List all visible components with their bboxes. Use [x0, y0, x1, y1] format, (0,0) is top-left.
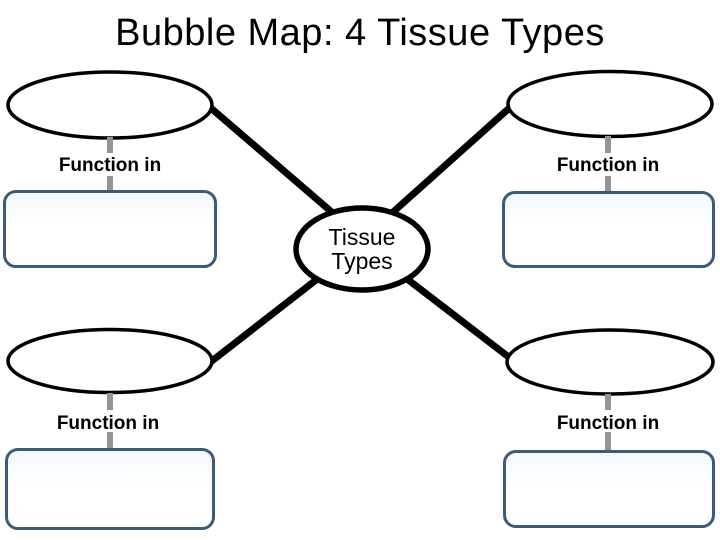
bubble-top-right[interactable]: [506, 69, 714, 139]
answer-box-top-right[interactable]: [502, 191, 715, 268]
center-bubble[interactable]: [293, 205, 431, 293]
function-label-bottom-left: Function in: [56, 413, 160, 434]
connector-stub: [605, 432, 611, 450]
answer-box-bottom-left[interactable]: [5, 448, 215, 530]
bubble-top-left[interactable]: [6, 70, 214, 140]
function-label-top-right: Function in: [556, 155, 660, 176]
connector-stub: [107, 176, 113, 191]
connector-stub: [107, 393, 113, 410]
connector-stub: [107, 137, 113, 153]
connector-stub: [605, 136, 611, 153]
bubble-bottom-right[interactable]: [505, 328, 715, 396]
function-label-top-left: Function in: [58, 155, 162, 176]
bubble-bottom-left[interactable]: [6, 327, 214, 395]
answer-box-top-left[interactable]: [3, 190, 217, 268]
connector-stub: [107, 432, 113, 449]
connector-stub: [605, 394, 611, 410]
connector-stub: [605, 176, 611, 192]
function-label-bottom-right: Function in: [556, 413, 660, 434]
answer-box-bottom-right[interactable]: [503, 450, 715, 528]
slide-title: Bubble Map: 4 Tissue Types: [115, 12, 605, 54]
